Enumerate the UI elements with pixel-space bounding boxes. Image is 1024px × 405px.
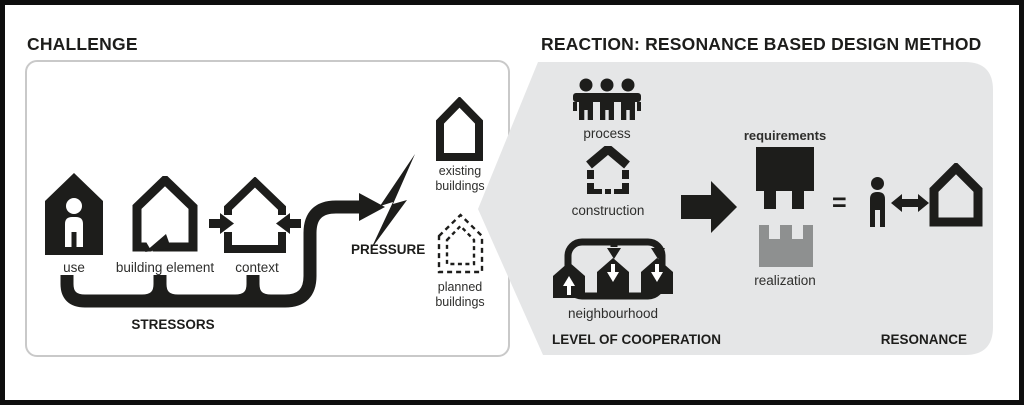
double-arrow-icon — [891, 194, 929, 212]
requirements-label: requirements — [743, 128, 827, 143]
requirements-block-icon — [756, 147, 814, 209]
realization-socket-icon — [759, 225, 813, 267]
arrow-right-icon — [681, 181, 737, 233]
realization-label: realization — [754, 273, 816, 288]
house-user-icon — [45, 173, 103, 255]
resonance-house-icon — [929, 163, 983, 227]
house-element-icon — [132, 176, 198, 252]
person-icon — [870, 177, 885, 227]
planned-building-icon — [437, 213, 484, 274]
construction-label: construction — [571, 203, 645, 218]
resonance-label: RESONANCE — [880, 332, 967, 347]
reaction-title: REACTION: RESONANCE BASED DESIGN METHOD — [541, 34, 982, 54]
equals-sign: = — [832, 189, 847, 217]
cooperation-label: LEVEL OF COOPERATION — [552, 332, 722, 347]
existing-buildings-label: existing buildings — [435, 164, 485, 193]
construction-house-icon — [586, 146, 630, 194]
building-element-label: building element — [115, 260, 215, 275]
pressure-label: PRESSURE — [351, 242, 426, 257]
existing-building-icon — [436, 97, 483, 161]
planned-buildings-label: planned buildings — [435, 280, 485, 309]
neighbourhood-label: neighbourhood — [567, 306, 659, 321]
context-label: context — [235, 260, 279, 275]
group-process-icon — [573, 78, 641, 120]
process-label: process — [583, 126, 631, 141]
neighbourhood-loop-icon — [553, 238, 673, 300]
challenge-title: CHALLENGE — [27, 34, 138, 54]
stressors-label: STRESSORS — [131, 317, 215, 332]
house-context-icon — [209, 177, 301, 253]
